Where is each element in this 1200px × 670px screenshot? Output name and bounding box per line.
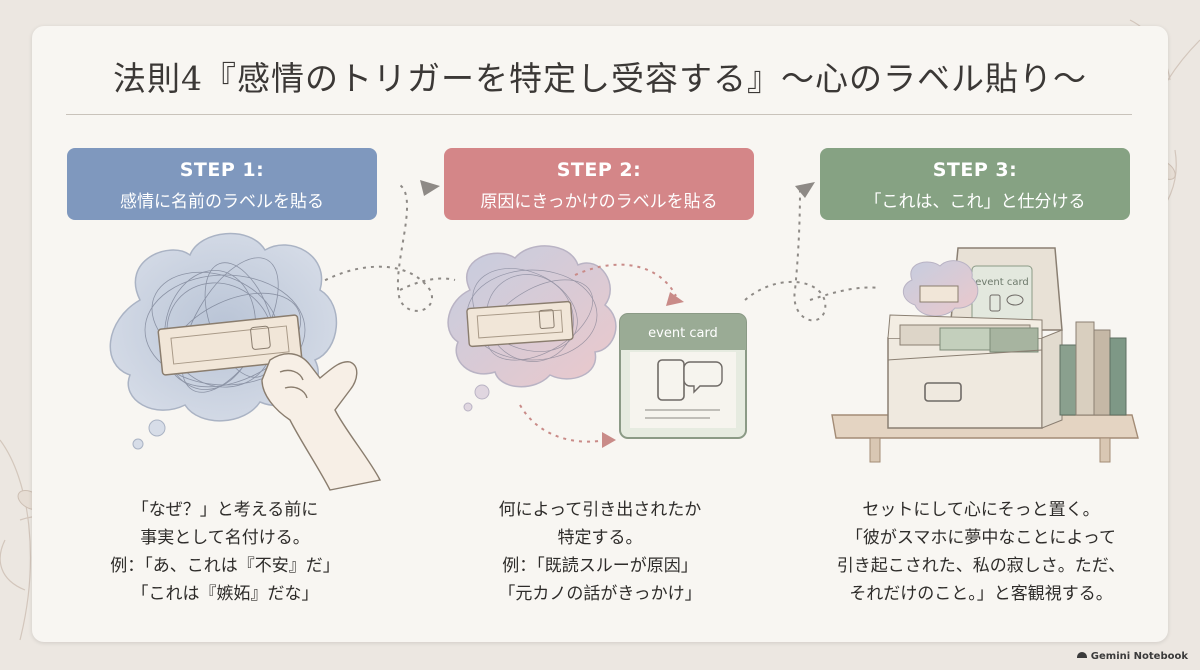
description-line: 特定する。: [557, 528, 643, 548]
brand-logo-icon: [1076, 652, 1087, 658]
step-3-subtitle: 「これは、これ」と仕分ける: [864, 192, 1086, 212]
description-line: 例：「既読スルーが原因」: [502, 556, 698, 576]
chat-bubble-icon: [683, 361, 723, 394]
event-card-small-label: event card: [975, 277, 1029, 288]
title-divider: [66, 114, 1132, 115]
connector-arrow-1: [317, 184, 433, 312]
description-line: 例：「あ、これは『不安』だ」: [110, 556, 340, 576]
event-card: event card: [619, 313, 747, 439]
description-line: セットにして心にそっと置く。: [862, 500, 1100, 520]
step-2-banner: STEP 2: 原因にきっかけのラベルを貼る: [444, 148, 754, 220]
step-2-subtitle: 原因にきっかけのラベルを貼る: [480, 192, 718, 212]
description-line: 「彼がスマホに夢中なことによって: [845, 528, 1117, 548]
footer-text: Gemini Notebook: [1090, 651, 1188, 662]
description-line: 引き起こされた、私の寂しさ。ただ、: [836, 556, 1126, 576]
label-tag-icon: [466, 300, 574, 348]
event-card-label: event card: [648, 326, 718, 341]
description-line: 「元カノの話がきっかけ」: [498, 584, 702, 604]
book-icon: [1059, 321, 1127, 416]
connector-arrow-2: [744, 187, 827, 322]
description-line: 「これは『嫉妬』だな」: [131, 584, 319, 604]
step-1-banner: STEP 1: 感情に名前のラベルを貼る: [67, 148, 377, 220]
step-1-heading: STEP 1:: [179, 159, 265, 181]
step-3-description: セットにして心にそっと置く。 「彼がスマホに夢中なことによって 引き起こされた、…: [786, 496, 1176, 608]
step-2-heading: STEP 2:: [556, 159, 642, 181]
connector-arrow-1b: [399, 277, 456, 291]
step-3-heading: STEP 3:: [932, 159, 1018, 181]
page-title: 法則4『感情のトリガーを特定し受容する』〜心のラベル貼り〜: [113, 59, 1087, 98]
description-line: 何によって引き出されたか: [498, 500, 702, 520]
description-line: 事実として名付ける。: [140, 528, 310, 548]
arrow-head-icon: [602, 432, 616, 448]
file-box-icon: event card: [887, 247, 1063, 429]
hand-icon: [261, 353, 382, 491]
thought-cloud-icon: [902, 260, 979, 317]
label-tag-icon: [157, 314, 303, 376]
step-2-description: 何によって引き出されたか 特定する。 例：「既読スルーが原因」 「元カノの話がき…: [450, 496, 750, 608]
step-3-banner: STEP 3: 「これは、これ」と仕分ける: [820, 148, 1130, 220]
phone-icon: [657, 359, 685, 401]
dashed-arrow: [519, 263, 677, 443]
step-1-subtitle: 感情に名前のラベルを貼る: [120, 192, 324, 212]
arrow-head-icon: [420, 180, 440, 196]
step-1-description: 「なぜ？」と考える前に 事実として名付ける。 例：「あ、これは『不安』だ」 「こ…: [75, 496, 375, 608]
arrow-head-icon: [795, 182, 815, 198]
description-line: それだけのこと。」と客観視する。: [849, 584, 1113, 604]
description-line: 「なぜ？」と考える前に: [131, 500, 319, 520]
connector-arrow-2b: [809, 286, 881, 301]
footer-brand: Gemini Notebook: [1076, 651, 1188, 662]
arrow-head-icon: [666, 292, 684, 306]
